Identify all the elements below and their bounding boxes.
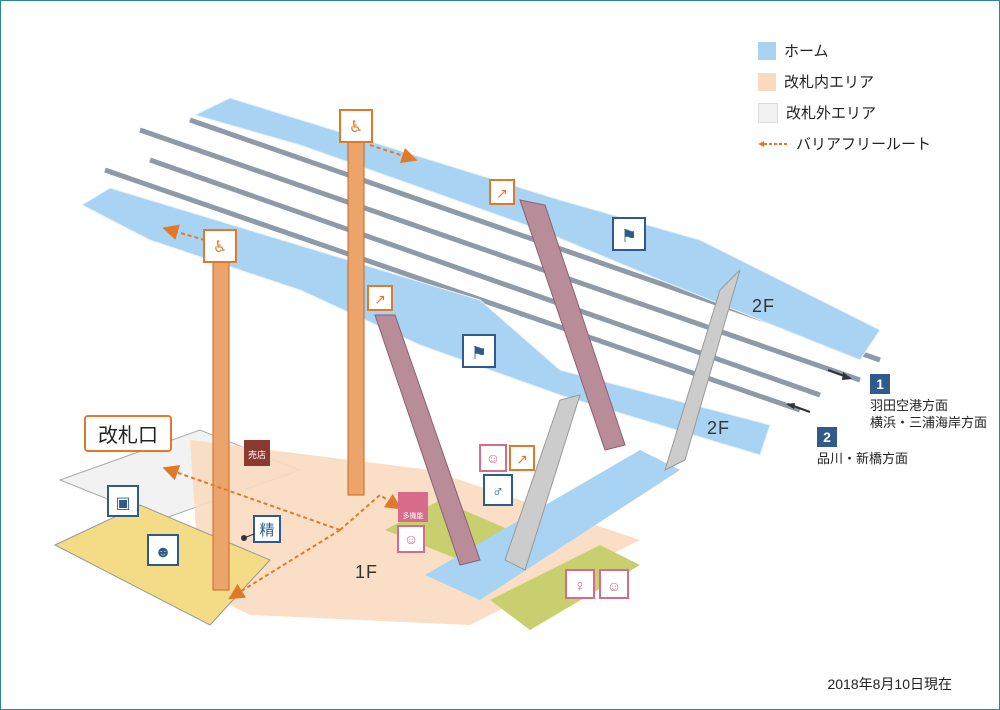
fare-adjustment-icon: 精 [241, 515, 281, 543]
legend-route: バリアフリールート [758, 133, 931, 154]
escalator-left [374, 314, 481, 566]
escalator-right [519, 199, 626, 451]
svg-text:▣: ▣ [115, 495, 130, 512]
legend-outside-gate: 改札外エリア [758, 102, 876, 123]
shop-label: 売店 [248, 449, 266, 460]
shop-icon: 売店 [244, 440, 270, 466]
ground-platform-base [425, 450, 680, 600]
elevator-icon-left: ♿ [203, 229, 237, 263]
legend-home-label: ホーム [784, 43, 829, 60]
legend-route-arrow-icon [758, 140, 788, 147]
floor-label-1f: 1F [355, 562, 379, 582]
date-stamp: 2018年8月10日現在 [827, 676, 952, 692]
stairs-middle [504, 394, 581, 571]
elevator-shaft-left [212, 259, 230, 591]
track-2a [104, 167, 801, 413]
seat-icon-upper: ⚑ [612, 217, 646, 251]
floor-label-2f-lower: 2F [707, 418, 731, 438]
multi-toilet-icon: 多機能 [398, 492, 428, 522]
destination-2-line1: 品川・新橋方面 [817, 451, 909, 466]
station-staff-icon: ☻ [147, 534, 179, 566]
svg-text:♿: ♿ [349, 119, 363, 136]
route-right-top [369, 144, 418, 164]
multi-toilet-label: 多機能 [403, 511, 424, 520]
destination-1-line2: 横浜・三浦海岸方面 [870, 415, 988, 430]
destination-1-badge: 1 [870, 374, 890, 394]
svg-text:↗: ↗ [374, 291, 386, 307]
legend-home-swatch [758, 41, 776, 60]
men-toilet-icon: ♂ [483, 474, 513, 506]
train-arrow-2-icon [786, 403, 811, 413]
track-1a [139, 127, 861, 383]
legend-outside-gate-label: 改札外エリア [786, 105, 877, 122]
svg-text:☻: ☻ [155, 544, 172, 561]
legend-inside-gate-swatch [758, 72, 776, 91]
svg-text:☺: ☺ [607, 578, 621, 594]
escalator-icon-right: ↗ [489, 179, 515, 205]
women-toilet-icon: ♀ [565, 569, 595, 599]
destination-1: 羽田空港方面 横浜・三浦海岸方面 [870, 397, 987, 431]
svg-text:⚑: ⚑ [471, 343, 487, 363]
destination-2-badge: 2 [817, 427, 837, 447]
seat-icon-lower: ⚑ [462, 334, 496, 368]
ticket-machine-icon: ▣ [107, 485, 139, 517]
svg-text:♀: ♀ [574, 578, 586, 595]
escalator-icon-left: ↗ [367, 285, 393, 311]
gate-label: 改札口 [84, 415, 172, 452]
train-arrow-1-icon [827, 369, 852, 380]
svg-text:☺: ☺ [486, 450, 500, 466]
floor-label-2f-upper: 2F [752, 296, 776, 316]
destination-1-line1: 羽田空港方面 [870, 398, 949, 413]
route-left-top [162, 224, 206, 241]
elevator-shaft-right [347, 139, 365, 496]
baby-icon-upper: ☺ [479, 444, 507, 472]
destination-2: 品川・新橋方面 [817, 450, 908, 467]
baby-icon-right: ☺ [599, 569, 629, 599]
route-ground-1 [162, 465, 341, 531]
legend-inside-gate: 改札内エリア [758, 71, 874, 92]
svg-text:☺: ☺ [404, 531, 418, 547]
svg-text:♂: ♂ [492, 484, 504, 501]
svg-text:↗: ↗ [516, 451, 528, 467]
escalator-icon-ground: ↗ [509, 445, 535, 471]
stairs-right [664, 269, 741, 471]
route-ground-3 [339, 493, 402, 531]
legend-home: ホーム [758, 40, 829, 61]
legend-route-label: バリアフリールート [796, 136, 932, 153]
fare-adjust-label: 精 [259, 522, 274, 539]
legend-inside-gate-label: 改札内エリア [784, 74, 875, 91]
legend-outside-gate-swatch [758, 102, 778, 123]
svg-text:♿: ♿ [213, 239, 227, 256]
baby-icon-left: ☺ [397, 525, 425, 553]
elevator-icon-right: ♿ [339, 109, 373, 143]
svg-text:⚑: ⚑ [621, 226, 637, 246]
svg-text:↗: ↗ [496, 185, 508, 201]
